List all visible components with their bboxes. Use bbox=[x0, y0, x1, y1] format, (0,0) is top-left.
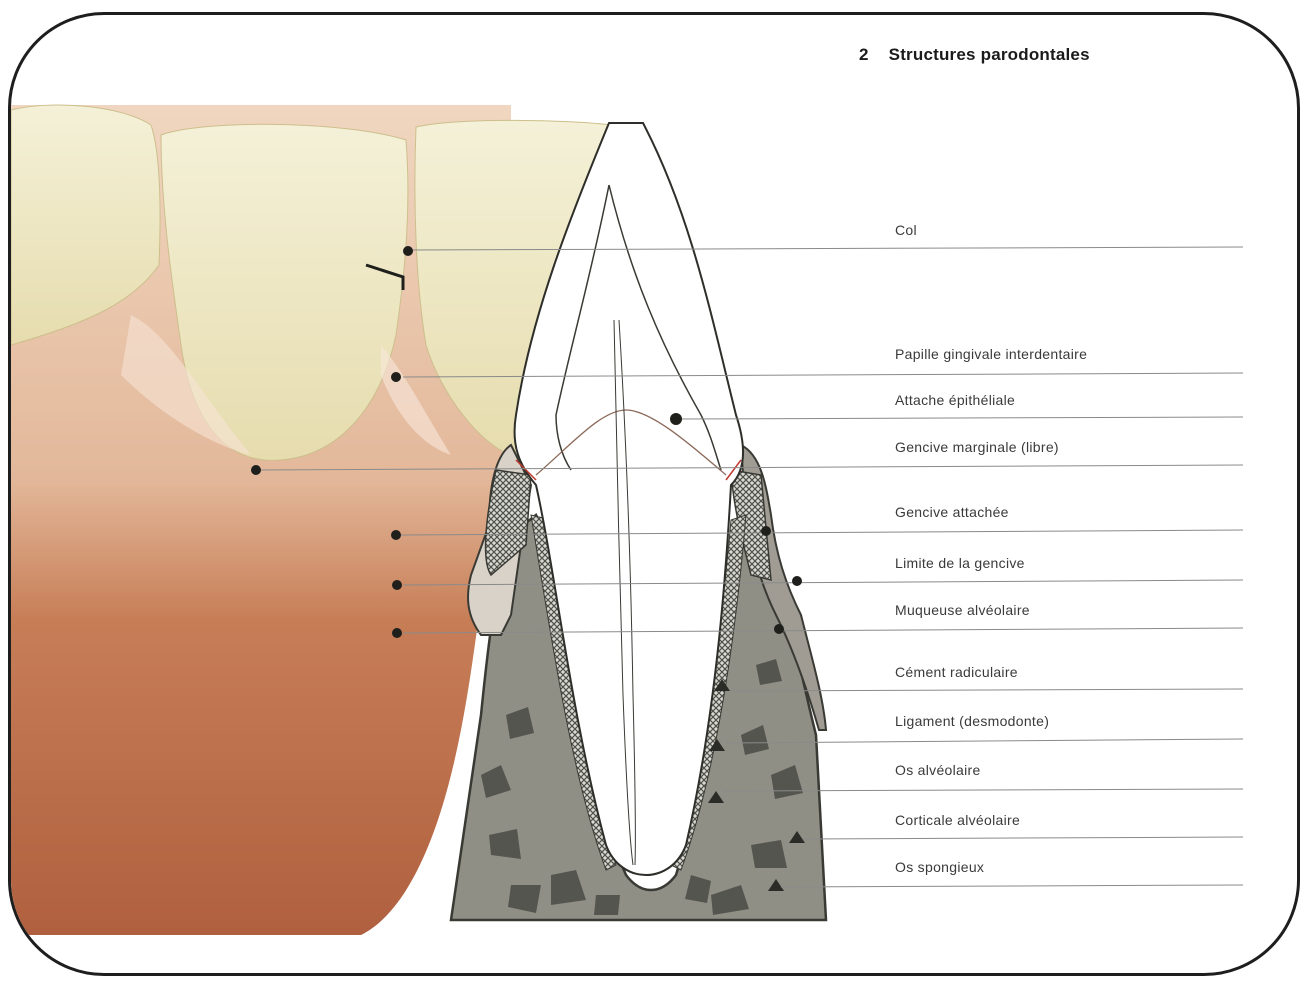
label-attache-epitheliale: Attache épithéliale bbox=[895, 392, 1015, 408]
label-papille: Papille gingivale interdentaire bbox=[895, 346, 1087, 362]
label-cement-radiculaire: Cément radiculaire bbox=[895, 664, 1018, 680]
periodontal-illustration bbox=[11, 15, 1300, 976]
label-corticale-alveolaire: Corticale alvéolaire bbox=[895, 812, 1020, 828]
figure-heading: 2 Structures parodontales bbox=[859, 45, 1090, 65]
label-gencive-attachee: Gencive attachée bbox=[895, 504, 1009, 520]
figure-title: Structures parodontales bbox=[889, 45, 1090, 64]
label-col: Col bbox=[895, 222, 917, 238]
figure-number: 2 bbox=[859, 45, 869, 64]
figure-frame: 2 Structures parodontales Col Papille gin… bbox=[8, 12, 1300, 976]
label-gencive-marginale: Gencive marginale (libre) bbox=[895, 439, 1059, 455]
label-os-alveolaire: Os alvéolaire bbox=[895, 762, 981, 778]
label-muqueuse-alveolaire: Muqueuse alvéolaire bbox=[895, 602, 1030, 618]
label-os-spongieux: Os spongieux bbox=[895, 859, 984, 875]
label-limite-gencive: Limite de la gencive bbox=[895, 555, 1025, 571]
label-ligament: Ligament (desmodonte) bbox=[895, 713, 1049, 729]
